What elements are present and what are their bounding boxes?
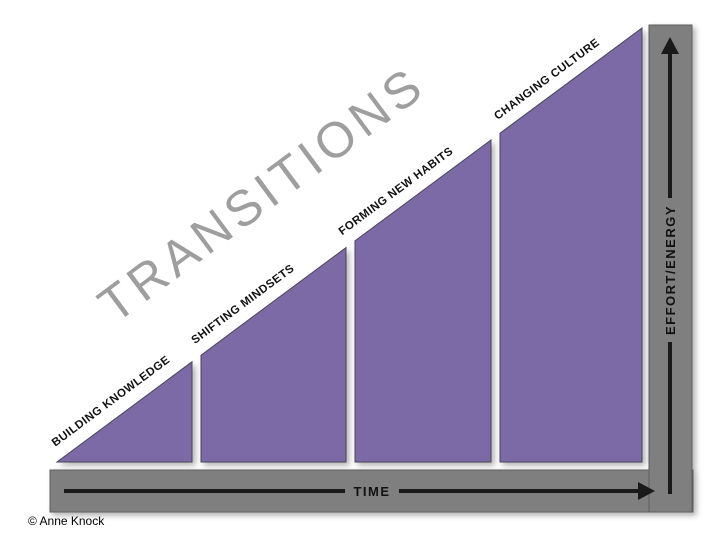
- effort-arrow: EFFORT/ENERGY: [653, 37, 687, 494]
- time-arrowhead-icon: [638, 482, 655, 500]
- ramp-segments: [55, 27, 643, 463]
- segment-shifting-mindsets: [200, 246, 347, 463]
- effort-arrowhead-icon: [661, 37, 679, 54]
- segment-forming-new-habits: [354, 139, 492, 463]
- credit-text: © Anne Knock: [28, 514, 105, 528]
- effort-label-backing: [653, 198, 687, 342]
- time-axis-label: TIME: [353, 484, 390, 499]
- segment-building-knowledge: [55, 360, 193, 463]
- time-label-backing: [345, 478, 399, 504]
- effort-axis-label: EFFORT/ENERGY: [663, 205, 678, 335]
- segment-changing-culture: [499, 27, 643, 463]
- time-arrow: TIME: [64, 478, 655, 504]
